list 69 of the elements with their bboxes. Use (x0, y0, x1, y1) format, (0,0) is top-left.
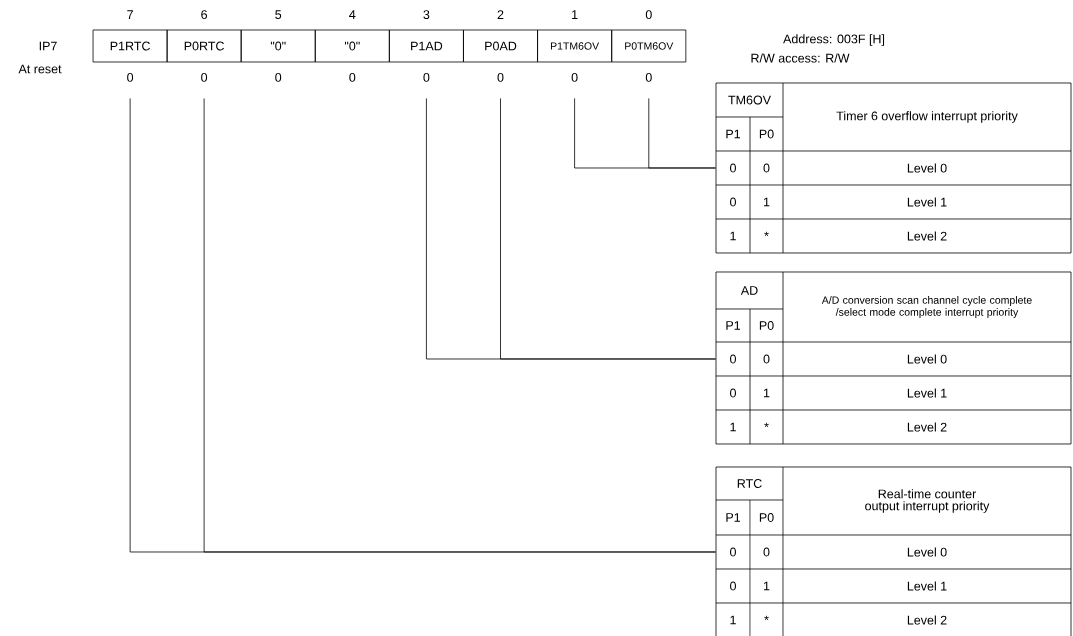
table-cell: 0 (763, 163, 770, 173)
bit-cell: "0" (240, 29, 316, 63)
table-cell: RTC (737, 479, 762, 488)
table-cell: Level 1 (907, 388, 947, 398)
table-cell: Level 2 (907, 615, 947, 625)
table-cell: Level 1 (907, 197, 947, 207)
table-cell: * (764, 231, 769, 237)
table-cell: Level 0 (907, 354, 947, 364)
table-cell: Real-time counter output interrupt priority (865, 489, 990, 513)
table-cell: 1 (730, 422, 736, 432)
table-cell: P1 (726, 129, 741, 139)
table-cell: Timer 6 overflow interrupt priority (836, 111, 1018, 123)
table-cell: 0 (730, 354, 736, 364)
bit-number: 0 (645, 10, 652, 19)
reset-value: 0 (201, 73, 208, 82)
reset-value: 0 (497, 73, 504, 82)
table-cell: * (764, 422, 769, 428)
table-cell: 0 (730, 388, 736, 398)
bit-number: 2 (497, 10, 504, 19)
table-cell: P1 (726, 513, 741, 522)
reset-value: 0 (275, 73, 282, 82)
table-cell: 0 (730, 197, 736, 207)
bit-cell: P1RTC (92, 29, 168, 63)
table-cell: Level 1 (907, 581, 947, 591)
table-cell: P0 (759, 321, 774, 330)
table-cell: 1 (764, 581, 770, 591)
table-cell: TM6OV (728, 95, 771, 105)
bit-number: 3 (423, 10, 430, 19)
reset-value: 0 (423, 73, 430, 82)
reset-value: 0 (349, 73, 356, 82)
table-cell: 0 (730, 581, 736, 591)
table-cell: * (764, 615, 769, 621)
table-cell: Level 0 (907, 163, 947, 173)
table-cell: P0 (759, 129, 774, 139)
table-cell: P1 (726, 321, 741, 330)
bit-cell: P0RTC (166, 29, 242, 63)
register-name: IP7 (39, 41, 57, 51)
table-cell: 1 (730, 615, 736, 625)
reset-value: 0 (645, 73, 652, 82)
bit-cell: P1AD (388, 29, 464, 63)
access-text: R/W access: R/W (751, 53, 850, 63)
table-cell: Level 2 (907, 231, 947, 241)
table-cell: AD (740, 286, 758, 295)
table-cell: 1 (764, 197, 770, 207)
table-cell: 0 (763, 547, 770, 557)
bit-cell: P0TM6OV (611, 29, 687, 63)
bit-cell: "0" (314, 29, 390, 63)
bit-number: 7 (127, 10, 133, 19)
table-cell: Level 0 (907, 547, 947, 557)
bit-number: 4 (349, 10, 356, 19)
bit-cell: P1TM6OV (537, 29, 613, 63)
bit-number: 6 (201, 10, 208, 19)
table-cell: P0 (759, 513, 774, 522)
table-cell: A/D conversion scan channel cycle complete /select mode complete interrupt priority (821, 296, 1032, 318)
table-cell: 1 (764, 388, 770, 398)
connector-line (500, 98, 716, 360)
connector-line (648, 98, 716, 169)
table-cell: Level 2 (907, 422, 947, 432)
bit-number: 5 (275, 10, 282, 19)
table-cell: 1 (730, 231, 736, 241)
bit-number: 1 (572, 10, 578, 19)
table-cell: 0 (730, 163, 736, 173)
table-cell: 0 (763, 354, 770, 364)
reset-value: 0 (127, 73, 134, 82)
address-text: Address: 003F [H] (783, 34, 885, 46)
reset-value: 0 (571, 73, 578, 82)
bit-cell: P0AD (463, 29, 538, 63)
row-label: At reset (18, 64, 62, 74)
table-cell: 0 (730, 547, 736, 557)
